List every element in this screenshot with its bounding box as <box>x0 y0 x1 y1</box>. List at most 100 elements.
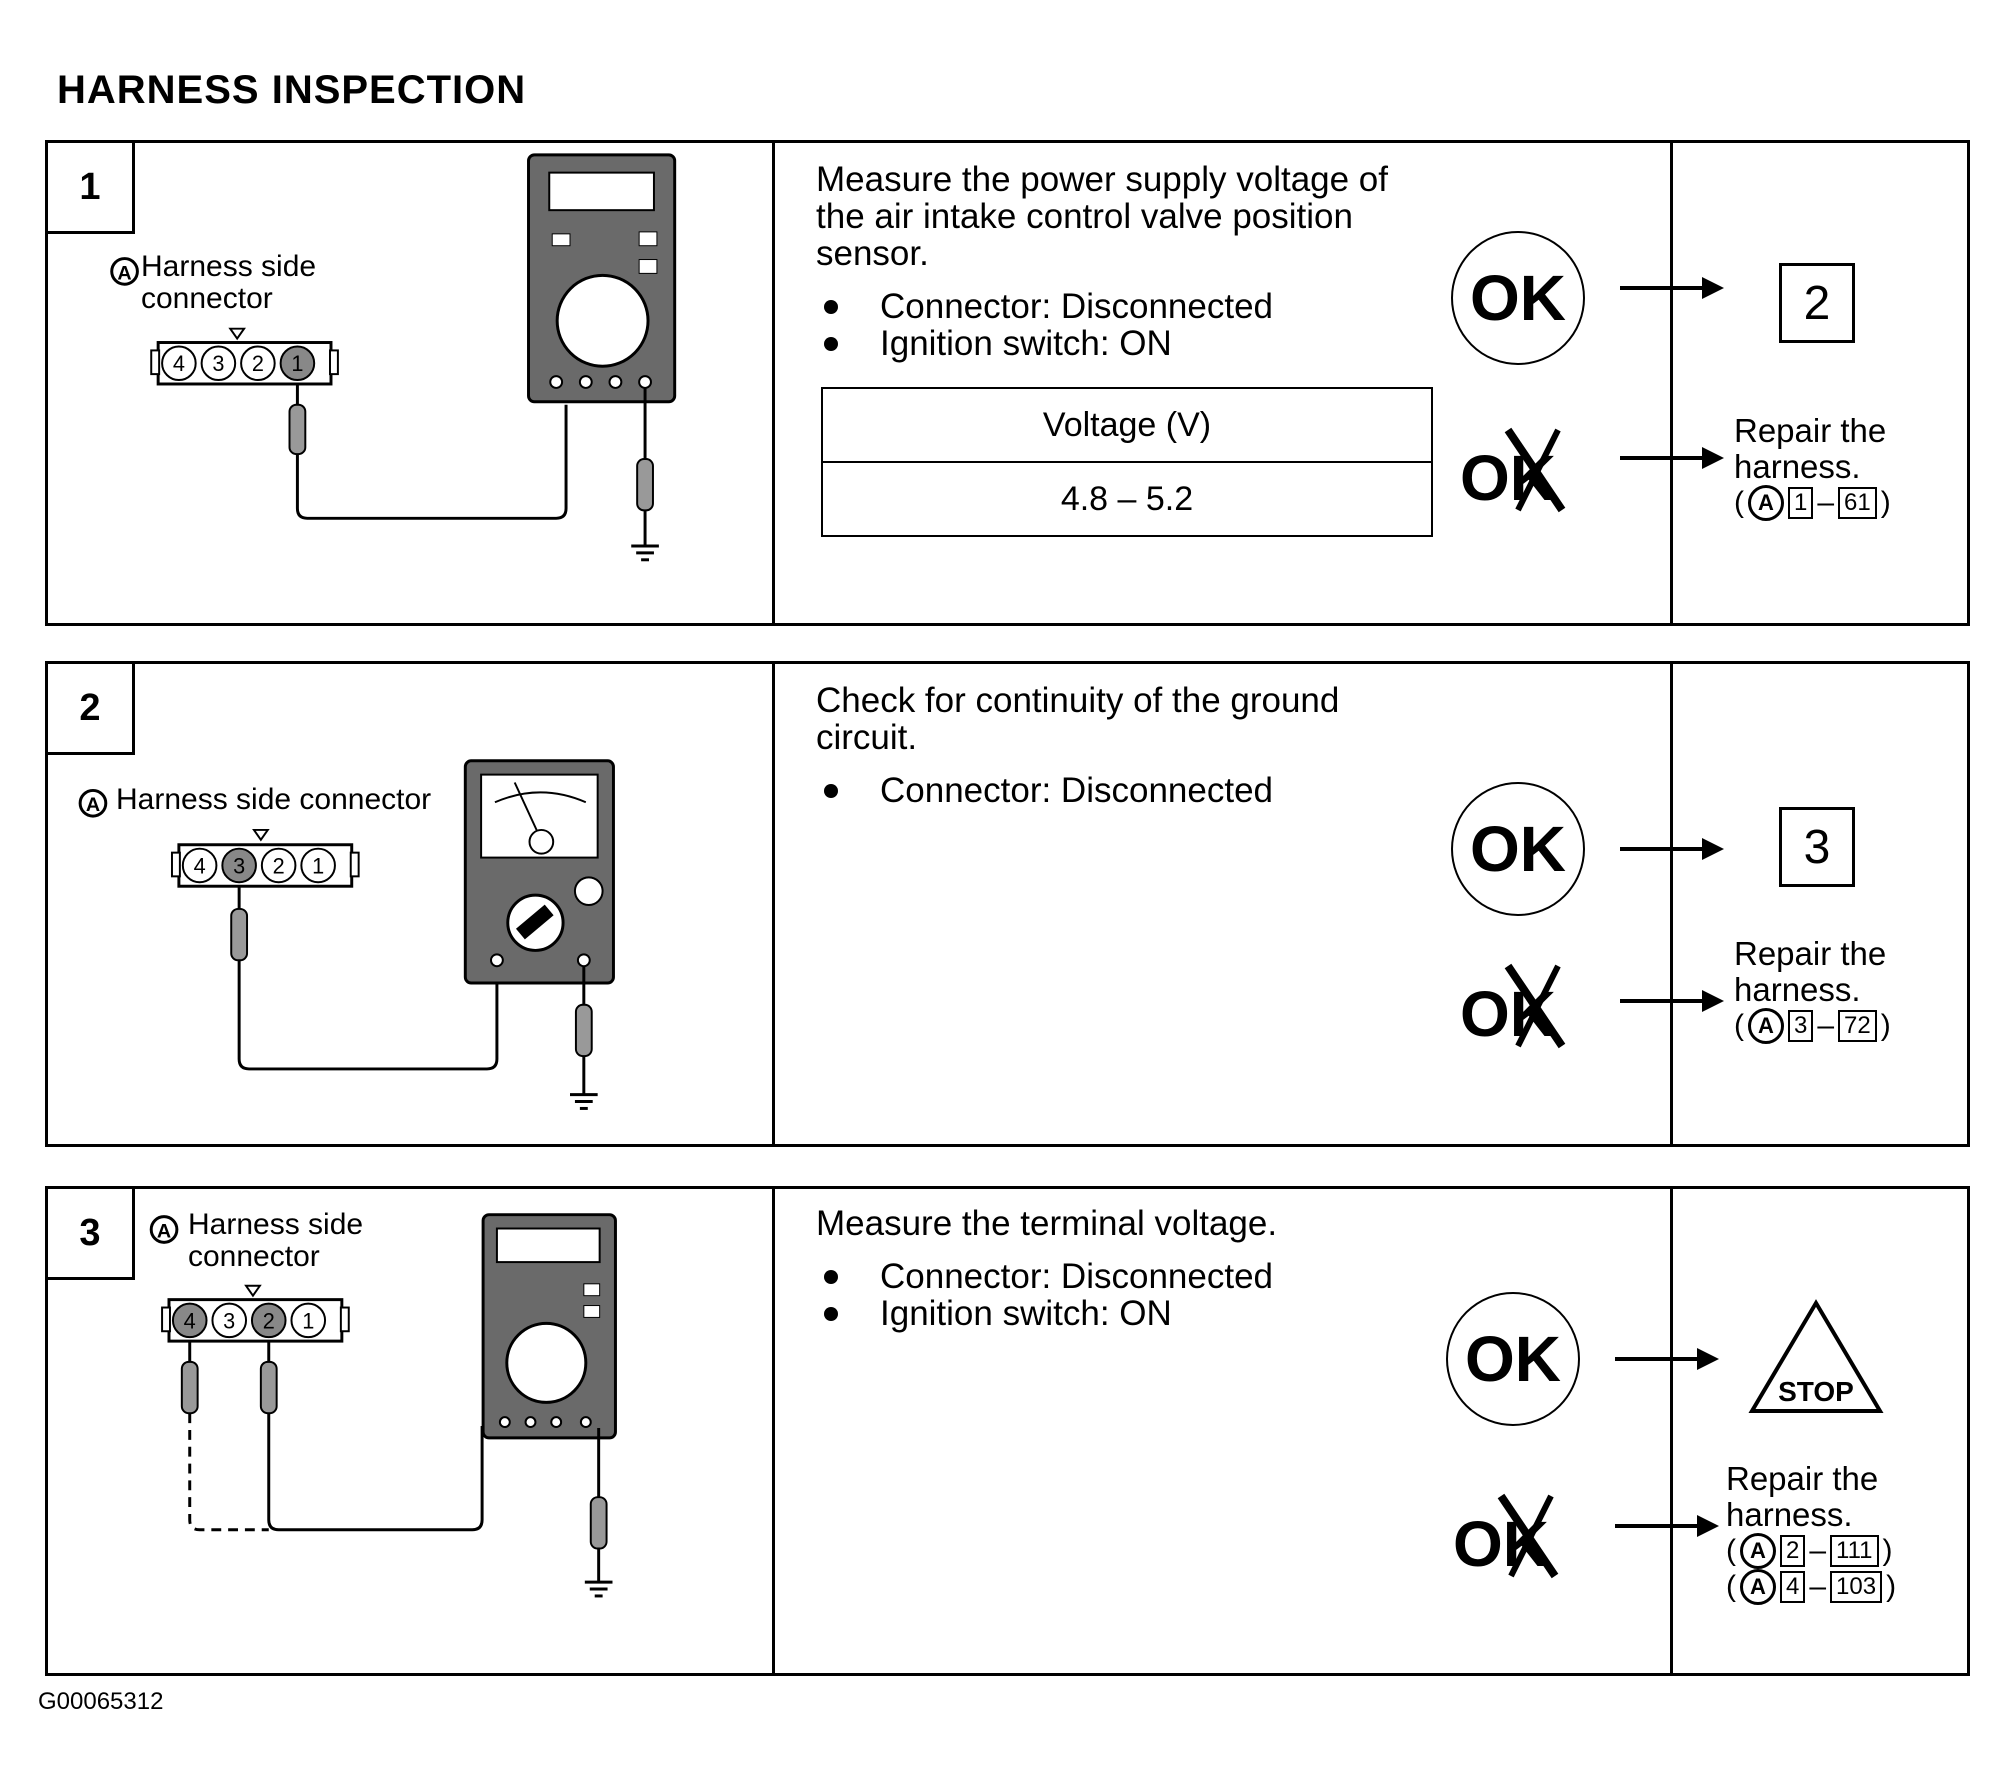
pin-label: 3 <box>212 351 224 376</box>
ref-dash: – <box>1817 486 1835 519</box>
arrow-right-icon <box>1620 277 1724 299</box>
ref-dash: – <box>1817 1009 1835 1042</box>
ref-box: 4 <box>1780 1571 1806 1603</box>
pin-label: 1 <box>302 1308 314 1333</box>
pin-label: 2 <box>263 1308 275 1333</box>
condition-item: Ignition switch: ON <box>816 325 1436 362</box>
probe-icon <box>288 383 568 520</box>
connector-icon <box>150 327 339 386</box>
instruction-text: Check for continuity of the ground circu… <box>816 681 1340 757</box>
pin-label: 4 <box>194 853 206 878</box>
column-divider <box>772 664 775 1144</box>
multimeter-icon <box>481 1213 617 1440</box>
svg-text:OK: OK <box>1470 813 1566 885</box>
instruction-block: Measure the terminal voltage. Connector:… <box>816 1205 1436 1332</box>
instruction-text: Measure the terminal voltage. <box>816 1204 1278 1243</box>
step-2-section: 2 A 4 3 2 1 <box>45 661 1970 1147</box>
ref-box: 2 <box>1780 1535 1806 1567</box>
step-number: 1 <box>48 143 135 234</box>
pin-label: 4 <box>173 351 185 376</box>
arrow-right-icon <box>1620 838 1724 860</box>
next-step-box: 3 <box>1779 807 1855 887</box>
arrow-right-icon <box>1620 990 1724 1012</box>
step-2-diagram: A 4 3 2 1 <box>78 759 615 1110</box>
circle-a-icon: A <box>78 788 108 818</box>
pin-label: 2 <box>273 853 285 878</box>
repair-text: harness. <box>1734 971 1861 1008</box>
svg-text:OK: OK <box>1470 262 1566 334</box>
voltage-table: Voltage (V) 4.8 – 5.2 <box>821 387 1433 537</box>
step-1-section: 1 A 4 3 2 1 <box>45 140 1970 626</box>
table-value: 4.8 – 5.2 <box>821 461 1433 537</box>
figure-id: G00065312 <box>38 1688 164 1715</box>
repair-text: Repair the <box>1734 935 1887 972</box>
multimeter-icon <box>527 153 677 404</box>
ground-icon <box>570 966 598 1110</box>
step-3-diagram: A 4 3 2 1 <box>149 1213 617 1598</box>
column-divider <box>1670 664 1673 1144</box>
connector-icon <box>170 828 360 888</box>
ng-icon: OK <box>1460 427 1566 514</box>
ground-icon <box>584 1428 613 1598</box>
ok-icon: OK <box>1446 1292 1580 1426</box>
ng-icon: OK <box>1460 963 1566 1050</box>
svg-text:A: A <box>117 262 131 284</box>
circle-a-icon: A <box>149 1215 179 1244</box>
instruction-block: Check for continuity of the ground circu… <box>816 682 1436 809</box>
condition-item: Ignition switch: ON <box>816 1295 1436 1332</box>
probe-icon <box>180 1341 484 1532</box>
pin-label: 4 <box>184 1308 196 1333</box>
column-divider <box>772 143 775 623</box>
ref-box: 61 <box>1838 487 1877 519</box>
page-title: HARNESS INSPECTION <box>57 68 527 112</box>
svg-text:A: A <box>86 794 100 816</box>
ref-box: 1 <box>1788 487 1814 519</box>
table-header: Voltage (V) <box>821 387 1433 463</box>
arrow-right-icon <box>1615 1515 1719 1537</box>
condition-item: Connector: Disconnected <box>816 1258 1436 1295</box>
ng-icon: OK <box>1453 1493 1559 1580</box>
condition-item: Connector: Disconnected <box>816 772 1436 809</box>
ref-box: 111 <box>1830 1535 1879 1567</box>
ref-box: 72 <box>1838 1010 1877 1042</box>
ref-box: 103 <box>1830 1571 1883 1603</box>
instruction-text: Measure the power supply voltage of the … <box>816 160 1388 273</box>
multimeter-icon <box>463 759 615 985</box>
ground-icon <box>631 387 659 562</box>
ok-icon: OK <box>1451 782 1585 916</box>
probe-icon <box>230 886 499 1071</box>
circle-a-icon: A <box>1740 1569 1776 1605</box>
connector-label: Harness side connector <box>188 1208 364 1273</box>
repair-text: harness. <box>1734 448 1861 485</box>
pin-label: 1 <box>291 351 303 376</box>
repair-text: Repair the <box>1726 1460 1879 1497</box>
connector-label: Harness side connector <box>116 783 432 816</box>
circle-a-icon: A <box>1740 1533 1776 1569</box>
step-number: 2 <box>48 664 135 755</box>
ref-dash: – <box>1809 1534 1827 1567</box>
repair-text: harness. <box>1726 1496 1853 1533</box>
column-divider <box>1670 1189 1673 1673</box>
arrow-right-icon <box>1620 447 1724 469</box>
ok-icon: OK <box>1451 231 1585 365</box>
repair-text: Repair the <box>1734 412 1887 449</box>
circle-a-icon: A <box>1748 1008 1784 1044</box>
connector-icon <box>161 1284 350 1343</box>
svg-text:OK: OK <box>1465 1323 1561 1395</box>
step-number: 3 <box>48 1189 135 1280</box>
circle-a-icon: A <box>110 257 139 286</box>
pin-label: 3 <box>233 853 245 878</box>
next-step-box: 2 <box>1779 263 1855 343</box>
arrow-right-icon <box>1615 1348 1719 1370</box>
pin-label: 1 <box>312 853 324 878</box>
ref-dash: – <box>1809 1570 1827 1603</box>
circle-a-icon: A <box>1748 485 1784 521</box>
column-divider <box>772 1189 775 1673</box>
pin-label: 3 <box>223 1308 235 1333</box>
